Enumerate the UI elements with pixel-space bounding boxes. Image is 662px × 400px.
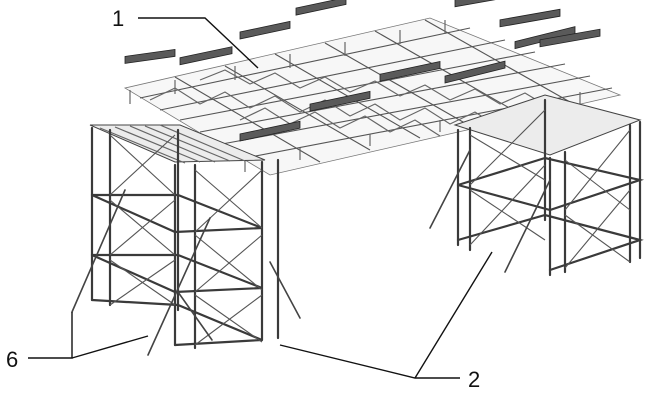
callout-6-label: 6: [6, 347, 18, 372]
callout-2-label: 2: [468, 367, 480, 392]
callout-1: 1: [112, 6, 259, 69]
left-tower-props: [71, 189, 301, 356]
left-support-tower: [71, 124, 301, 356]
deck-crossbeams: [124, 0, 601, 142]
deck-truss-posts: [129, 20, 581, 172]
callout-1-label: 1: [112, 6, 124, 31]
right-tower-props: [429, 149, 551, 273]
callout-6: 6: [6, 312, 149, 372]
deck-truss-grid: [123, 0, 622, 176]
callout-2: 2: [279, 251, 493, 392]
right-support-tower: [429, 94, 645, 277]
